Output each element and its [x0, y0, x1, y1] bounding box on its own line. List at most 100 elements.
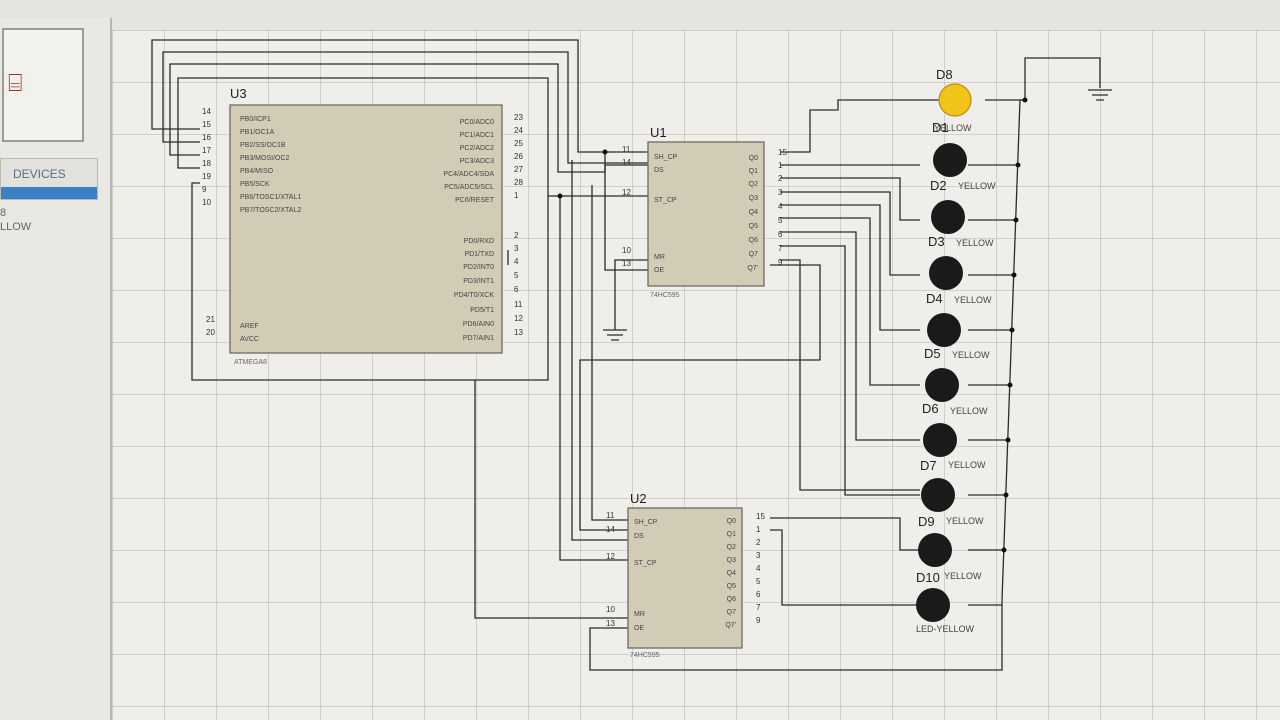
u3-pin-number: 27	[514, 165, 523, 174]
u3-pin-label: AREF	[240, 323, 259, 330]
u1-body[interactable]	[647, 141, 765, 287]
u3-pin-number: 17	[202, 146, 211, 155]
component-preview: ⌸	[2, 28, 84, 142]
junction-dot	[1001, 547, 1007, 553]
led-d4[interactable]: D4 YELLOW	[926, 291, 990, 360]
led-ref: D6	[922, 401, 939, 416]
led-d3-body[interactable]	[929, 256, 963, 290]
chip-u1[interactable]: U1 74HC595 SH_CP DS ST_CP MR OE 11 14 12…	[622, 125, 787, 299]
u3-body[interactable]	[229, 104, 503, 354]
led-d2[interactable]: D2 YELLOW	[930, 178, 994, 248]
u1-pin-number: 13	[622, 259, 631, 268]
u1-pin-number: 4	[778, 202, 783, 211]
u2-pin-label: ST_CP	[634, 560, 657, 567]
chip-u3[interactable]: U3 ATMEGA8 PB0/ICP1 PB1/OC1A PB2/SS/OC1B…	[202, 86, 523, 366]
u1-pin-number: 5	[778, 216, 783, 225]
device-list-item[interactable]: 8	[0, 207, 7, 219]
u2-pin-number: 13	[606, 619, 615, 628]
led-d10-body[interactable]	[916, 588, 950, 622]
u3-pin-number: 1	[514, 191, 519, 200]
u3-pin-label: PD3/INT1	[463, 278, 494, 285]
led-d10[interactable]: D10 LED-YELLOW	[916, 570, 975, 634]
u2-pin-label: Q5	[727, 583, 736, 590]
led-d1-body[interactable]	[933, 143, 967, 177]
component-preview-icon: ⌸	[8, 70, 23, 97]
device-list-item[interactable]: LLOW	[0, 221, 32, 233]
u1-pin-label: Q7'	[747, 265, 758, 272]
led-label: YELLOW	[958, 181, 996, 191]
led-ref: D3	[928, 234, 945, 249]
u2-pin-number: 9	[756, 616, 761, 625]
led-d8[interactable]: D8 YELLOW	[934, 67, 972, 133]
u3-pin-label: PB3/MOSI/OC2	[240, 155, 290, 162]
u1-pin-number: 1	[778, 161, 783, 170]
junction-dot	[1015, 162, 1021, 168]
u2-pin-number: 3	[756, 551, 761, 560]
u3-pin-label: PB7/TOSC2/XTAL2	[240, 207, 301, 214]
u1-pin-number: 11	[622, 145, 631, 154]
u3-pin-label: PB0/ICP1	[240, 116, 271, 123]
led-d8-body[interactable]	[938, 83, 972, 117]
junction-dot	[1011, 272, 1017, 278]
led-d1[interactable]: D1 YELLOW	[932, 120, 996, 191]
u1-pin-label: DS	[654, 167, 664, 174]
led-label: YELLOW	[952, 350, 990, 360]
device-list: 8 LLOW	[0, 206, 31, 234]
led-d6[interactable]: D6 YELLOW	[922, 401, 986, 470]
led-d7[interactable]: D7 YELLOW	[920, 458, 984, 526]
u3-pin-label: PC1/ADC1	[460, 132, 494, 139]
junction-dots	[557, 97, 1028, 553]
u2-pin-label: Q3	[727, 557, 736, 564]
led-d5[interactable]: D5 YELLOW	[924, 346, 988, 416]
led-d4-body[interactable]	[927, 313, 961, 347]
u3-pin-number: 26	[514, 152, 523, 161]
u3-pin-number: 10	[202, 198, 211, 207]
u2-pin-label: Q7	[727, 609, 736, 616]
u2-pin-number: 10	[606, 605, 615, 614]
wires	[151, 39, 1112, 671]
u3-pin-number: 4	[514, 257, 519, 266]
u3-pin-label: PD7/AIN1	[463, 335, 494, 342]
u3-pin-number: 15	[202, 120, 211, 129]
u3-pin-number: 14	[202, 107, 211, 116]
u3-pin-number: 5	[514, 271, 519, 280]
led-ref: D8	[936, 67, 953, 82]
u1-pin-label: Q3	[749, 195, 758, 202]
led-d6-body[interactable]	[923, 423, 957, 457]
u2-pin-number: 5	[756, 577, 761, 586]
led-d7-body[interactable]	[921, 478, 955, 512]
u3-pin-label: PB6/TOSC1/XTAL1	[240, 194, 301, 201]
u3-pin-number: 11	[514, 300, 523, 309]
u2-body[interactable]	[627, 507, 743, 649]
u2-pin-number: 4	[756, 564, 761, 573]
led-d5-body[interactable]	[925, 368, 959, 402]
u3-pin-number: 19	[202, 172, 211, 181]
u3-pin-number: 21	[206, 315, 215, 324]
u2-pin-number: 12	[606, 552, 615, 561]
chip-u2[interactable]: U2 74HC595 SH_CP DS ST_CP MR OE 11 14 12…	[606, 491, 765, 659]
u2-pin-number: 6	[756, 590, 761, 599]
devices-tab[interactable]: DEVICES	[0, 158, 98, 200]
u1-pin-label: MR	[654, 254, 665, 261]
left-panel: ⌸ DEVICES 8 LLOW	[0, 18, 112, 720]
u3-pin-label: AVCC	[240, 336, 259, 343]
selected-device-highlight[interactable]	[1, 187, 97, 199]
u2-pin-label: OE	[634, 625, 644, 632]
u3-pin-number: 24	[514, 126, 523, 135]
u2-ref: U2	[630, 491, 647, 506]
u2-pin-label: SH_CP	[634, 519, 658, 526]
devices-tab-label: DEVICES	[13, 167, 66, 181]
led-ref: D9	[918, 514, 935, 529]
u3-pin-number: 9	[202, 185, 207, 194]
led-label: YELLOW	[954, 295, 992, 305]
led-d9-body[interactable]	[918, 533, 952, 567]
u1-pin-number: 12	[622, 188, 631, 197]
led-ref: D7	[920, 458, 937, 473]
led-d3[interactable]: D3 YELLOW	[928, 234, 992, 305]
u1-pin-label: Q2	[749, 181, 758, 188]
led-label: YELLOW	[950, 406, 988, 416]
u3-pin-number: 25	[514, 139, 523, 148]
led-d9[interactable]: D9 YELLOW	[918, 514, 982, 581]
u2-pin-label: Q2	[727, 544, 736, 551]
led-d2-body[interactable]	[931, 200, 965, 234]
